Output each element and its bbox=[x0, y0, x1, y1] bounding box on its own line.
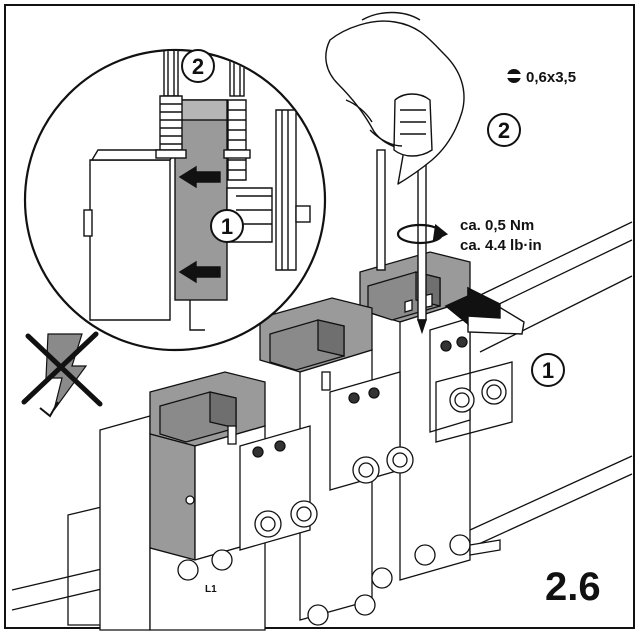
screwdriver-shaft bbox=[376, 149, 427, 335]
terminal-marking: L1 bbox=[205, 584, 217, 595]
svg-text:2: 2 bbox=[498, 118, 510, 143]
no-voltage-icon bbox=[21, 331, 103, 418]
push-arrow-icon bbox=[444, 286, 525, 335]
torque-metric-label: ca. 0,5 Nm bbox=[460, 217, 534, 234]
svg-text:1: 1 bbox=[221, 214, 233, 239]
detail-magnifier: 2 1 bbox=[23, 48, 327, 352]
torque-imperial-label: ca. 4.4 lb·in bbox=[460, 237, 542, 254]
callout-step-2-main: 2 bbox=[487, 113, 521, 147]
callout-step-2-detail: 2 bbox=[181, 49, 215, 83]
step-number: 2.6 bbox=[545, 565, 601, 609]
rotation-arrow-icon bbox=[396, 223, 449, 245]
contactor-module-3 bbox=[359, 251, 513, 581]
callout-step-1-main: 1 bbox=[531, 353, 565, 387]
svg-text:1: 1 bbox=[542, 358, 554, 383]
hand-illustration bbox=[325, 11, 465, 185]
contactor-module-1 bbox=[99, 371, 318, 631]
screwdriver-slot-icon bbox=[507, 69, 521, 83]
tool-size-label: 0,6x3,5 bbox=[526, 69, 576, 86]
svg-text:2: 2 bbox=[192, 54, 204, 79]
lower-terminal-bolts bbox=[307, 534, 501, 626]
callout-step-1-detail: 1 bbox=[210, 209, 244, 243]
